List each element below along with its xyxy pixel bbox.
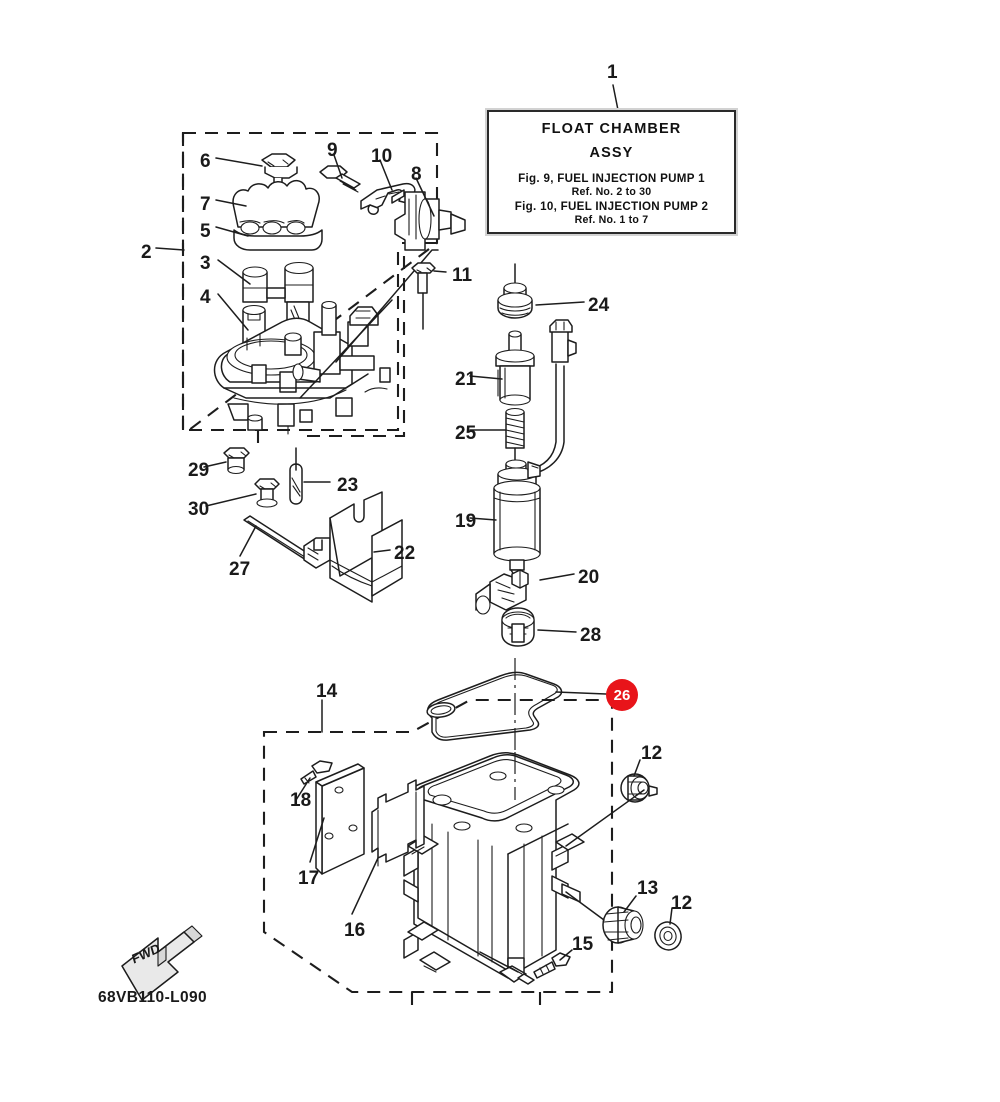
part-16-gasket	[371, 779, 425, 867]
sheet-code-label: 68VB110-L090	[98, 989, 208, 1006]
part-5-gasket	[233, 229, 323, 251]
part-25-spring	[505, 407, 525, 449]
part-18-bolt	[300, 760, 333, 785]
callout-7[interactable]: 7	[200, 194, 211, 215]
fwd-arrow-icon	[121, 925, 203, 1001]
callout-4[interactable]: 4	[200, 287, 211, 308]
note-ref-fig10: Fig. 10, FUEL INJECTION PUMP 2	[514, 200, 709, 213]
callout-10[interactable]: 10	[371, 146, 393, 167]
part-13-grommet	[602, 906, 644, 944]
callout-28[interactable]: 28	[580, 625, 602, 646]
dashed-group-pump-base	[300, 256, 406, 438]
part-30-bolt	[254, 478, 280, 508]
callout-2[interactable]: 2	[141, 242, 152, 263]
part-12-grommet-upper	[620, 773, 658, 803]
part-21-solenoid	[495, 330, 535, 406]
note-ref-fig9-range: Ref. No. 2 to 30	[571, 186, 652, 198]
callout-15[interactable]: 15	[572, 934, 594, 955]
callout-24[interactable]: 24	[588, 295, 610, 316]
note-title-line1: FLOAT CHAMBER	[541, 121, 682, 137]
callout-17[interactable]: 17	[298, 868, 320, 889]
callout-11[interactable]: 11	[452, 265, 473, 286]
part-11-bolt	[411, 262, 436, 330]
callout-14[interactable]: 14	[316, 681, 338, 702]
part-27-rod	[243, 515, 313, 561]
part-29-bolt	[223, 447, 250, 475]
float-chamber-note-box: FLOAT CHAMBER ASSY Fig. 9, FUEL INJECTIO…	[487, 110, 736, 234]
callout-27[interactable]: 27	[229, 559, 251, 580]
callout-12-upper[interactable]: 12	[641, 743, 663, 764]
callout-8[interactable]: 8	[411, 164, 422, 185]
callout-25[interactable]: 25	[455, 423, 477, 444]
part-12-washer-lower	[654, 921, 682, 951]
part-3-injector-holder	[242, 261, 314, 303]
part-23-pin	[289, 447, 303, 505]
part-2-pump-housing	[213, 300, 391, 435]
callout-18[interactable]: 18	[290, 790, 312, 811]
part-28-filter	[501, 607, 535, 647]
callout-19[interactable]: 19	[455, 511, 477, 532]
callout-16[interactable]: 16	[344, 920, 366, 941]
callout-22[interactable]: 22	[394, 543, 416, 564]
part-20-connector	[475, 569, 529, 615]
callout-3[interactable]: 3	[200, 253, 211, 274]
callout-13[interactable]: 13	[637, 878, 659, 899]
part-24-cap	[497, 263, 533, 319]
part-22-bracket	[303, 491, 403, 603]
callout-1[interactable]: 1	[607, 62, 618, 83]
callout-5[interactable]: 5	[200, 221, 211, 242]
note-title-line2: ASSY	[589, 145, 634, 161]
callout-30[interactable]: 30	[188, 499, 210, 520]
callout-20[interactable]: 20	[578, 567, 600, 588]
callout-6[interactable]: 6	[200, 151, 211, 172]
callout-12-lower[interactable]: 12	[671, 893, 693, 914]
part-8-regulator	[391, 189, 466, 251]
callout-29[interactable]: 29	[188, 460, 210, 481]
note-ref-fig10-range: Ref. No. 1 to 7	[574, 214, 649, 226]
leader-lines	[155, 84, 673, 961]
part-7-cover	[232, 180, 320, 235]
leader-26	[555, 691, 607, 695]
float-chamber-body	[403, 752, 585, 985]
callout-21[interactable]: 21	[455, 369, 477, 390]
note-ref-fig9: Fig. 9, FUEL INJECTION PUMP 1	[518, 172, 705, 185]
dashed-group-14	[262, 698, 614, 1012]
callout-26-highlight-badge[interactable]: 26	[606, 679, 638, 711]
callout-9[interactable]: 9	[327, 140, 338, 161]
part-9-bolt	[319, 165, 361, 193]
callout-23[interactable]: 23	[337, 475, 359, 496]
part-17-plate	[315, 763, 365, 875]
